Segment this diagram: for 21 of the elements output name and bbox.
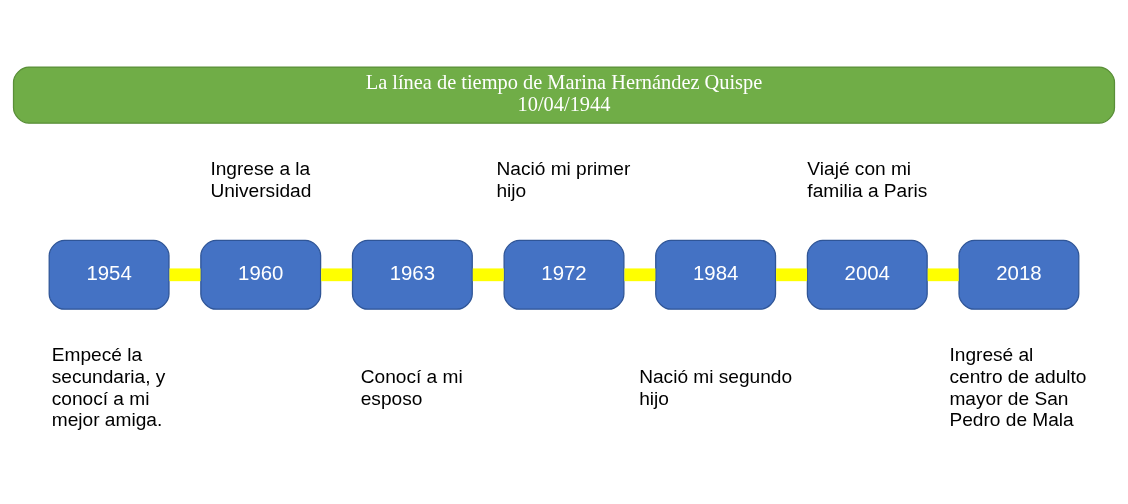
node-box: 1972	[503, 239, 625, 310]
connector	[169, 267, 201, 281]
node-label: Viajé con mi familia a Paris	[807, 157, 928, 201]
connector	[776, 267, 808, 281]
connector	[624, 267, 656, 281]
node-box: 2018	[958, 239, 1080, 310]
node-box: 1984	[655, 239, 777, 310]
node-box: 1960	[200, 239, 322, 310]
node-label: Nació mi segundo hijo	[639, 365, 793, 409]
node-label: Ingrese a la Universidad	[210, 157, 312, 201]
node-label: Ingresé al centro de adulto mayor de San Pedro de Mala	[949, 343, 1087, 430]
connector	[927, 267, 959, 281]
node-box: 2004	[806, 239, 928, 310]
node-box: 1963	[351, 239, 473, 310]
node-box: La línea de tiempo de Marina Hernández Quispe 10/04/1944	[12, 65, 1116, 124]
node-label: Empecé la secundaria, y conocí a mi mejor amiga.	[51, 343, 166, 430]
connector	[472, 267, 504, 281]
connector	[321, 267, 353, 281]
node-box: 1954	[48, 239, 170, 310]
node-label: Nació mi primer hijo	[496, 157, 631, 201]
node-label: Conocí a mi esposo	[360, 365, 463, 409]
